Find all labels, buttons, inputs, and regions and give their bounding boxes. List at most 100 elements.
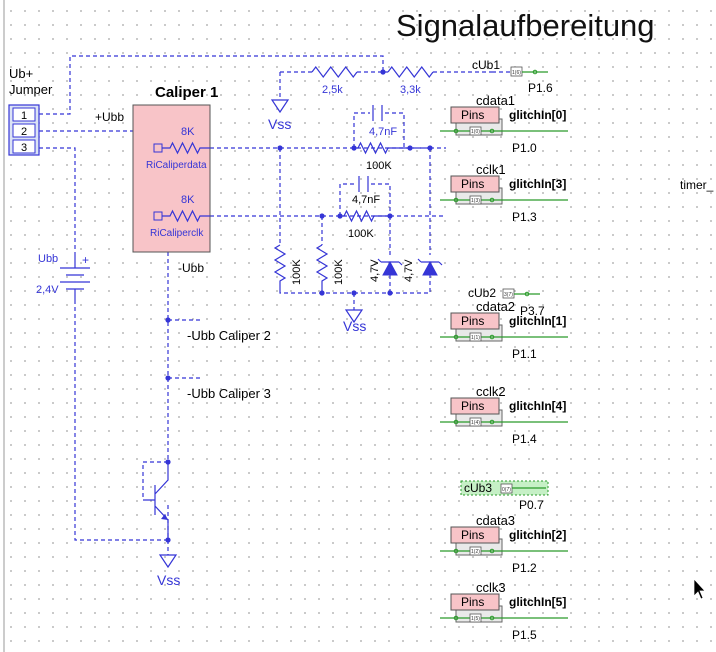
- junction-dot: [319, 213, 325, 219]
- battery-symbol: [60, 255, 90, 300]
- caliper-block[interactable]: Caliper 1 +Ubb 8K RiCaliperdata 8K RiCal…: [95, 84, 218, 275]
- wire-jumper-top: [39, 55, 384, 115]
- pin-chip: [469, 613, 482, 623]
- caliper-supply-plus: +Ubb: [95, 110, 124, 124]
- filter-data[interactable]: 4,7nF 100K: [354, 105, 410, 172]
- pin-chip-text: 1(0): [471, 129, 480, 135]
- pin-signal: glitchIn[0]: [509, 108, 566, 122]
- output-label: cUb1: [472, 58, 500, 72]
- timer-label: timer_: [680, 178, 714, 192]
- pin-marker: [453, 615, 459, 621]
- vss-bottom: Vss: [157, 554, 180, 588]
- caliper-body: [132, 104, 211, 253]
- output-chip-text: 3(7): [504, 292, 513, 298]
- junction-dot: [319, 290, 325, 296]
- pin-signal: glitchIn[5]: [509, 595, 566, 609]
- pin-marker: [453, 548, 459, 554]
- output-cub1[interactable]: cUb1 1(6) P1.6: [472, 58, 553, 95]
- jumper-pin-number: 3: [21, 142, 27, 154]
- resistor-feedback-1-label: 100K: [366, 160, 392, 172]
- pin-port: P1.1: [512, 347, 537, 361]
- pin-port: P1.2: [512, 561, 537, 575]
- battery[interactable]: Ubb + 2,4V: [36, 253, 90, 300]
- pin-marker: [453, 128, 459, 134]
- ground-symbol: [270, 99, 290, 114]
- pin-box: [450, 526, 500, 544]
- output-chip-text: 0(7): [502, 487, 511, 493]
- wire-cap2: [339, 183, 391, 216]
- resistor-2k5-label: 2,5k: [322, 84, 343, 96]
- pin-chip-text: 1(2): [471, 549, 480, 555]
- battery-voltage: 2,4V: [36, 284, 59, 296]
- capacitor-1-label: 4,7nF: [369, 126, 397, 138]
- pin-signal: glitchIn[3]: [509, 177, 566, 191]
- pin-chip: [469, 546, 482, 556]
- junction-dot: [165, 317, 171, 323]
- jumper-pin-box: [12, 123, 36, 138]
- caliper-r-data-name: RiCaliperdata: [146, 160, 207, 171]
- battery-plus-sign: +: [82, 253, 89, 267]
- resistor-feedback-1: [354, 141, 410, 155]
- vss-label: Vss: [268, 116, 291, 132]
- ground-symbol: [158, 554, 178, 569]
- resistor-pulldown-2: [315, 244, 329, 290]
- resistor-feedback-2: [340, 209, 390, 223]
- vss-label: Vss: [157, 572, 180, 588]
- zener-diode-2-label: 4,7V: [403, 259, 415, 282]
- zener-diode-2: [422, 260, 438, 276]
- jumper-label-line2: Jumper: [9, 82, 53, 97]
- output-cub2[interactable]: cUb2 3(7) P3.7: [468, 286, 545, 318]
- pin-port: P1.4: [512, 432, 537, 446]
- resistor-pulldown-1: [273, 244, 287, 290]
- pin-marker: [489, 128, 495, 134]
- resistor-pulldown-2-label: 100K: [333, 259, 345, 285]
- filter-clk[interactable]: 4,7nF 100K: [340, 176, 390, 240]
- transistor[interactable]: [143, 462, 169, 540]
- zener-diodes[interactable]: 4,7V 4,7V: [369, 258, 443, 282]
- junction-dot: [387, 290, 393, 296]
- note-caliper2: -Ubb Caliper 2: [187, 328, 271, 343]
- pin-box: [450, 175, 500, 193]
- pin-chip: [469, 332, 482, 342]
- pin-box-label: Pins: [461, 528, 484, 542]
- mouse-cursor-icon: [693, 578, 706, 600]
- pin-label: cclk3: [476, 580, 506, 595]
- jumper-label-line1: Ub+: [9, 66, 33, 81]
- jumper-pin-box: [12, 107, 36, 122]
- pin-chip-text: 1(1): [471, 335, 480, 341]
- caliper-data-resistor: [162, 141, 210, 155]
- output-port: P3.7: [520, 304, 545, 318]
- pulldown-resistors[interactable]: 100K 100K: [273, 244, 345, 290]
- output-cub3[interactable]: cUb3 0(7) P0.7: [460, 480, 549, 512]
- pin-chip-text: 1(4): [471, 420, 480, 426]
- pin-chip-text: 1(5): [471, 616, 480, 622]
- wire-battery-minus: [74, 300, 168, 541]
- jumper[interactable]: Ub+ Jumper 1 2 3: [8, 66, 53, 156]
- pin-signal: glitchIn[1]: [509, 314, 566, 328]
- transistor-symbol: [143, 462, 169, 540]
- capacitor-1: [372, 105, 383, 121]
- wire-battery-plus: [39, 147, 76, 255]
- pin-marker: [453, 334, 459, 340]
- zener-diode-1-label: 4,7V: [369, 259, 381, 282]
- pin-box: [450, 106, 500, 124]
- pin-marker: [489, 419, 495, 425]
- output-label: cUb3: [464, 481, 492, 495]
- page-title: Signalaufbereitung: [396, 8, 655, 43]
- output-chip-text: 1(6): [512, 70, 521, 76]
- resistor-pulldown-1-label: 100K: [291, 259, 303, 285]
- pin-marker: [489, 615, 495, 621]
- capacitor-2: [358, 176, 369, 192]
- transistor-emitter-arrow: [161, 514, 168, 520]
- divider-resistors[interactable]: 2,5k 3,3k: [311, 66, 434, 96]
- caliper-clk-resistor: [162, 209, 210, 223]
- output-label: cUb2: [468, 286, 496, 300]
- vss-top: Vss: [268, 99, 291, 132]
